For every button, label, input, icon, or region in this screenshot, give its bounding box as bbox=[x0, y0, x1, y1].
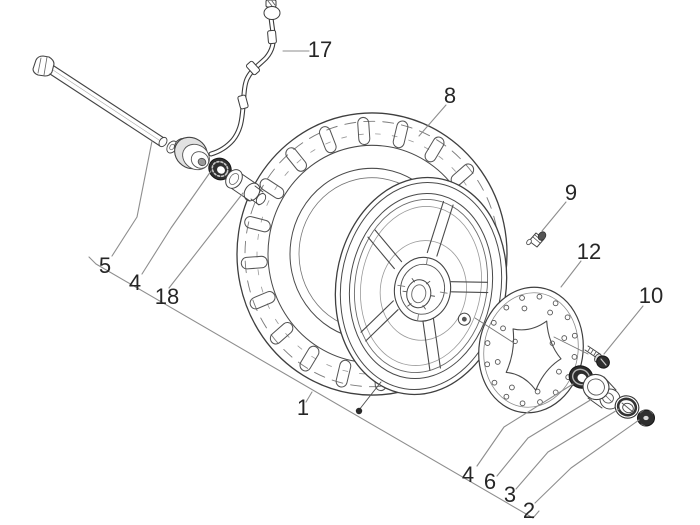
callout-1: 1 bbox=[296, 395, 310, 420]
wheel-rim bbox=[334, 176, 508, 396]
callout-2: 2 bbox=[522, 498, 536, 523]
speedometer-drive bbox=[174, 136, 210, 171]
bolt-alignment-line-a bbox=[474, 317, 515, 344]
callout-9: 9 bbox=[564, 180, 578, 205]
leader-6 bbox=[496, 398, 593, 477]
callout-3: 3 bbox=[503, 482, 517, 507]
speedometer-cable bbox=[208, 0, 281, 157]
disc-holes bbox=[484, 293, 578, 407]
disc-bolt bbox=[584, 345, 610, 369]
leader-rail-1 bbox=[88, 256, 540, 519]
bearing-left bbox=[208, 157, 232, 181]
callout-10: 10 bbox=[638, 283, 664, 308]
axle-shaft bbox=[32, 55, 178, 154]
leader-8 bbox=[418, 104, 447, 137]
bolt-alignment-line-b bbox=[553, 336, 589, 355]
callout-6: 6 bbox=[483, 469, 497, 494]
callout-18: 18 bbox=[154, 284, 180, 309]
assembly-dot bbox=[355, 407, 363, 415]
hub-disc-mount-hole bbox=[457, 312, 471, 326]
axle-hex-head bbox=[32, 55, 55, 77]
wheel-spokes bbox=[360, 200, 489, 371]
disc-center-cutout bbox=[505, 320, 562, 391]
leader-18 bbox=[168, 192, 244, 289]
callout-4-left: 4 bbox=[128, 270, 142, 295]
brake-disc bbox=[478, 286, 584, 414]
callout-8: 8 bbox=[443, 83, 457, 108]
cable-end-connector bbox=[263, 0, 281, 20]
leader-tick-1 bbox=[305, 391, 313, 403]
leader-5 bbox=[111, 140, 153, 257]
leader-lines bbox=[88, 50, 644, 519]
callout-12: 12 bbox=[576, 239, 602, 264]
leader-3 bbox=[515, 408, 620, 490]
callout-17: 17 bbox=[307, 37, 333, 62]
valve-part bbox=[526, 231, 547, 248]
seal-ring bbox=[614, 395, 640, 419]
spacer-right bbox=[582, 373, 621, 410]
leader-9 bbox=[541, 201, 567, 232]
axle-nut bbox=[637, 409, 655, 427]
spacer-left bbox=[225, 169, 267, 206]
leader-4-left bbox=[141, 170, 212, 275]
leader-12 bbox=[560, 260, 582, 288]
callout-4-right: 4 bbox=[461, 462, 475, 487]
leader-10 bbox=[603, 305, 644, 355]
leader-2 bbox=[534, 419, 640, 504]
leader-4-right bbox=[476, 383, 574, 467]
wheel-hub bbox=[393, 256, 452, 322]
callout-5: 5 bbox=[98, 253, 112, 278]
assembly-dot-line bbox=[358, 381, 382, 411]
